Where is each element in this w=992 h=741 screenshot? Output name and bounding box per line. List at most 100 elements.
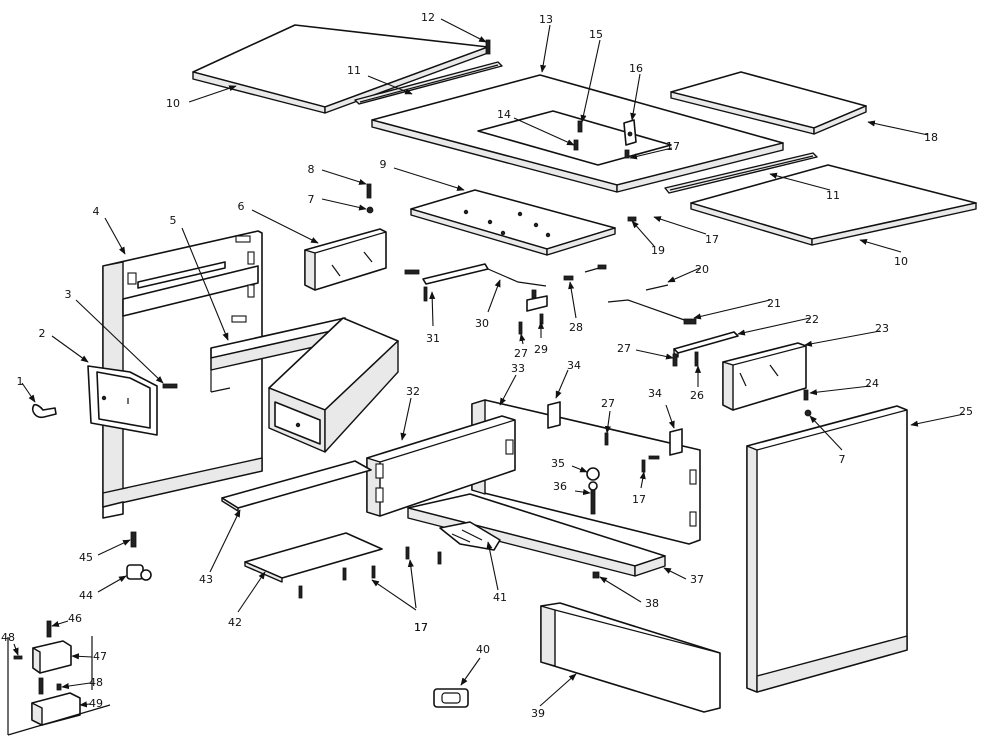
callout-34: 34 (567, 359, 581, 372)
part-27-screw-center (518, 321, 523, 335)
part-21-rod (607, 299, 697, 325)
callout-46: 46 (68, 612, 82, 625)
part-4-left-side-frame (102, 230, 263, 519)
leader-line-14 (513, 117, 575, 146)
leader-line-12 (440, 18, 487, 43)
part-48-screws (13, 655, 62, 695)
leader-line-38 (599, 576, 642, 603)
leader-line-30 (487, 279, 501, 313)
part-3-pin (162, 383, 178, 389)
callout-20: 20 (695, 263, 709, 276)
leader-line-27 (604, 410, 611, 434)
floor-lines (7, 636, 111, 736)
callout-4: 4 (93, 205, 100, 218)
leader-line-17 (371, 579, 417, 611)
callout-28: 28 (569, 321, 583, 334)
leader-line-17 (639, 471, 646, 489)
leader-line-2 (51, 335, 89, 363)
leader-line-15 (580, 39, 601, 123)
leader-line-49 (79, 701, 91, 708)
callout-15: 15 (589, 28, 603, 41)
leader-line-22 (737, 317, 811, 336)
callout-33: 33 (511, 362, 525, 375)
leader-line-27 (635, 349, 674, 360)
callout-10: 10 (894, 255, 908, 268)
leader-line-10 (859, 238, 902, 253)
callout-17: 17 (632, 493, 646, 506)
callout-39: 39 (531, 707, 545, 720)
part-1-handle (31, 403, 57, 419)
callout-6: 6 (238, 200, 245, 213)
part-2-plate (87, 365, 158, 436)
part-24-screw (803, 389, 809, 401)
part-10-right-bottom-panel (690, 164, 977, 246)
callout-36: 36 (553, 480, 567, 493)
callout-34: 34 (648, 387, 662, 400)
callout-48: 48 (89, 676, 103, 689)
part-36-bolt (588, 481, 598, 515)
part-17-screws-bottom (298, 546, 442, 599)
part-6-bracket-box (304, 228, 387, 291)
callout-21: 21 (767, 297, 781, 310)
part-12-screw (485, 39, 491, 55)
part-30-rod (487, 268, 547, 287)
callout-37: 37 (690, 573, 704, 586)
callout-7: 7 (839, 453, 846, 466)
callout-43: 43 (199, 573, 213, 586)
part-chute-assembly (268, 317, 399, 453)
callout-2: 2 (39, 327, 46, 340)
leader-line-31 (429, 291, 436, 327)
leader-line-46 (51, 620, 69, 627)
part-38-screw (592, 571, 600, 579)
part-5-tray (210, 317, 346, 393)
leader-line-48 (61, 682, 91, 690)
part-42-base-plate (244, 532, 383, 583)
leader-line-3 (75, 299, 164, 384)
leader-line-16 (630, 73, 641, 121)
part-11-left-strip (354, 61, 503, 105)
part-44-caster (126, 564, 152, 581)
part-7-fastener (366, 206, 374, 214)
callout-44: 44 (79, 589, 93, 602)
leader-line-18 (867, 120, 929, 136)
leader-line-34 (665, 404, 675, 429)
leader-line-35 (571, 465, 588, 473)
callout-25: 25 (959, 405, 973, 418)
part-13-top-frame (371, 74, 784, 193)
leader-line-24 (809, 385, 871, 396)
callout-1: 1 (17, 375, 24, 388)
callout-27: 27 (514, 347, 528, 360)
part-31-arm (404, 263, 489, 302)
leader-line-27 (519, 333, 526, 345)
callout-27: 27 (601, 397, 615, 410)
leader-line-40 (460, 657, 481, 686)
leader-line-11 (769, 172, 831, 191)
callout-24: 24 (865, 377, 879, 390)
leader-line-20 (667, 267, 701, 283)
callout-32: 32 (406, 385, 420, 398)
part-39-drawer-front (540, 602, 721, 713)
callout-12: 12 (421, 11, 435, 24)
part-45-stem (130, 531, 137, 548)
callout-16: 16 (629, 62, 643, 75)
callout-3: 3 (65, 288, 72, 301)
callout-11: 11 (826, 189, 840, 202)
leader-line-23 (804, 330, 881, 347)
leader-line-7 (809, 415, 843, 451)
leader-line-28 (568, 281, 577, 319)
part-16-bracket (623, 119, 637, 159)
leader-line-6 (251, 209, 319, 244)
leader-line-21 (693, 299, 771, 320)
leader-line-44 (97, 575, 127, 593)
callout-22: 22 (805, 313, 819, 326)
part-25-right-side-panel (746, 405, 908, 693)
part-20-cable (584, 264, 669, 291)
callout-47: 47 (93, 650, 107, 663)
part-9-plate (410, 189, 616, 256)
leader-line-17 (653, 216, 707, 235)
callout-48: 48 (1, 631, 15, 644)
leader-line-11 (367, 75, 413, 95)
callout-45: 45 (79, 551, 93, 564)
callout-11: 11 (347, 64, 361, 77)
